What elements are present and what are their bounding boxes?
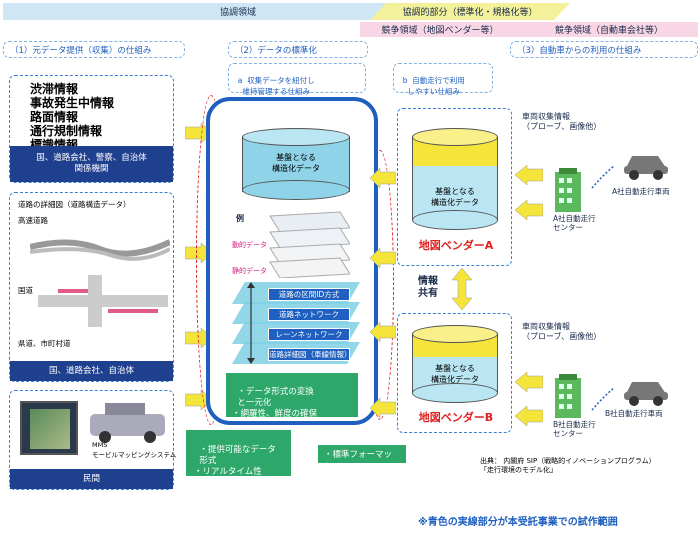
building-icon (555, 374, 581, 418)
mms-car-image (90, 403, 165, 443)
vertical-arrow-icon (247, 282, 255, 364)
provide-label: ・提供可能なデータ 形式 ・リアルタイム性 (194, 445, 276, 477)
highway-label: 高速道路 (18, 216, 48, 225)
arrow-icon (515, 406, 543, 426)
header-1-label: （1）元データ提供（収集）の仕組み (10, 46, 152, 56)
vendor-a-box (397, 108, 512, 266)
header-3-label: （3）自動車からの利用の仕組み (517, 46, 642, 56)
vendor-a-cylinder-label: 基盤となる 構造化データ (431, 187, 479, 207)
wireless-icon (591, 165, 615, 189)
arrow-icon (370, 398, 396, 418)
building-icon (555, 168, 581, 212)
center-notes: ・データ形式の変換 と一元化 ・網羅性、鮮度の確保 (226, 373, 358, 419)
arrow-icon (370, 168, 396, 188)
band-kyocho-part-label: 協調的部分（標準化・規格化等） (402, 8, 538, 18)
arrow-icon (370, 322, 396, 342)
layer-section-id: 道路の区間ID方式 (268, 288, 350, 301)
vendor-a-cylinder: 基盤となる 構造化データ (412, 128, 498, 230)
car-icon (624, 156, 668, 180)
mms-label: MMS モービルマッピングシステム (92, 441, 177, 459)
source-box-2: 道路の詳細図（道路構造データ） 高速道路 国道 県道、市町村道 国、道路会社、自… (9, 192, 174, 382)
standard-format-box: ・標準フォーマット (318, 445, 406, 472)
layer-detail-map: 道路詳細図（車線情報） (268, 348, 352, 361)
layer-stack: 道路の区間ID方式 道路ネットワーク レーンネットワーク 道路詳細図（車線情報） (232, 282, 362, 367)
band-kyoso-car: 競争領域（自動車会社等） (520, 22, 698, 37)
example-label: 例 (236, 214, 244, 223)
header-a: a 収集データを紐付し 維持管理する仕組み (228, 63, 366, 96)
list-item: 通行規制情報 (30, 124, 103, 138)
source-box-3-footer: 民間 (10, 469, 173, 489)
layer-lane-network: レーンネットワーク (268, 328, 350, 341)
band-kyocho-part: 協調的部分（標準化・規格化等） (370, 3, 570, 20)
dynamic-label: 動的データ (232, 241, 267, 249)
layer-road-network: 道路ネットワーク (268, 308, 350, 321)
national-label: 国道 (18, 286, 33, 295)
double-arrow-icon (452, 268, 472, 310)
arrow-icon (370, 248, 396, 268)
source-box-3: MMS モービルマッピングシステム 民間 (9, 390, 177, 490)
band-kyoso-map: 競争領域（地図ベンダー等） (360, 22, 520, 37)
center-a-label: A社自動走行 センター (553, 214, 596, 232)
arrow-icon (515, 372, 543, 392)
vendor-b-cylinder-label: 基盤となる 構造化データ (431, 364, 479, 384)
car-a-label: A社自動走行車両 (612, 187, 670, 196)
center-cylinder: 基盤となる 構造化データ (242, 128, 350, 200)
car-icon (624, 382, 668, 406)
vendor-b-name: 地図ベンダーB (418, 411, 494, 424)
list-item: 路面情報 (30, 110, 79, 124)
probe-b-label: 車両収集情報 （プローブ、画像他） (522, 322, 602, 341)
navi-screen-image (20, 401, 78, 455)
header-1: （1）元データ提供（収集）の仕組み (3, 41, 185, 58)
source-box-1-footer-label: 国、道路会社、警察、自治体 関係機関 (36, 153, 147, 174)
wireless-icon (591, 387, 615, 411)
national-map-image (38, 275, 168, 327)
map-layers-image (269, 211, 350, 278)
source-box-1: 渋滞情報 事故発生中情報 路面情報 通行規制情報 標識情報 国、道路会社、警察、… (9, 75, 174, 183)
band-kyocho: 協調領域 (3, 3, 473, 20)
box2-title: 道路の詳細図（道路構造データ） (18, 200, 131, 209)
standard-format-label: ・標準フォーマット (324, 450, 393, 472)
center-b-label: B社自動走行 センター (553, 420, 596, 438)
arrow-icon (515, 165, 543, 185)
header-a-label: a 収集データを紐付し 維持管理する仕組み (237, 76, 315, 96)
car-b-label: B社自動走行車両 (605, 409, 663, 418)
header-2: （2）データの標準化 (228, 41, 368, 58)
arrow-icon (515, 200, 543, 220)
footnote: ※青色の実線部分が本受託事業での試作範囲 (418, 517, 618, 528)
prefectural-label: 県道、市町村道 (18, 339, 71, 348)
share-label: 情報 共有 (418, 276, 438, 299)
header-2-label: （2）データの標準化 (235, 46, 317, 56)
vendor-a-name: 地図ベンダーA (418, 239, 494, 252)
header-b: b 自動走行で利用 しやすい仕組み (393, 63, 493, 96)
header-3: （3）自動車からの利用の仕組み (510, 41, 698, 58)
list-item: 事故発生中情報 (30, 96, 115, 110)
list-item: 渋滞情報 (30, 82, 79, 96)
static-label: 静的データ (232, 267, 267, 275)
probe-a-label: 車両収集情報 （プローブ、画像他） (522, 112, 602, 131)
header-b-label: b 自動走行で利用 しやすい仕組み (402, 76, 465, 96)
center-cylinder-label: 基盤となる 構造化データ (272, 153, 320, 173)
source-box-2-footer-label: 国、道路会社、自治体 (48, 365, 134, 376)
band-kyocho-label: 協調領域 (219, 8, 256, 18)
source-citation: 出典： 内閣府 SIP（戦略的イノベーションプログラム） 「走行環境のモデル化」 (480, 457, 656, 474)
source-box-2-footer: 国、道路会社、自治体 (10, 361, 173, 381)
vendor-b-box (397, 313, 512, 433)
source-items: 渋滞情報 事故発生中情報 路面情報 通行規制情報 標識情報 (30, 82, 114, 152)
vendor-b-cylinder: 基盤となる 構造化データ (412, 325, 498, 403)
highway-map-image (30, 239, 170, 261)
source-box-1-footer: 国、道路会社、警察、自治体 関係機関 (10, 146, 173, 182)
provide-box: ・提供可能なデータ 形式 ・リアルタイム性 (186, 430, 291, 477)
source-box-3-footer-label: 民間 (82, 473, 100, 484)
center-notes-label: ・データ形式の変換 と一元化 ・網羅性、鮮度の確保 (232, 387, 318, 419)
band-kyoso-car-label: 競争領域（自動車会社等） (554, 26, 663, 36)
band-kyoso-map-label: 競争領域（地図ベンダー等） (381, 26, 499, 36)
